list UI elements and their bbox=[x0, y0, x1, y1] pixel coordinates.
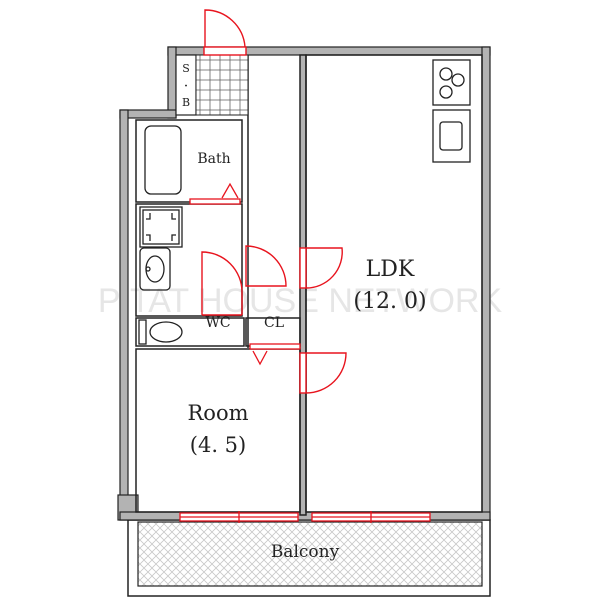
sb-label-dot: ・ bbox=[181, 82, 190, 92]
entrance-tiles bbox=[195, 54, 249, 116]
entrance-door[interactable] bbox=[203, 9, 247, 56]
toilet-icon bbox=[138, 319, 183, 345]
ldk-door-lower[interactable] bbox=[299, 352, 347, 394]
sb-label-s: S bbox=[182, 62, 190, 75]
balcony-label: Balcony bbox=[271, 542, 340, 562]
washing-machine-icon bbox=[139, 206, 183, 248]
wc-label: WC bbox=[205, 315, 230, 331]
washbasin-icon bbox=[139, 247, 171, 291]
washroom-door[interactable] bbox=[201, 251, 243, 316]
bathtub-icon bbox=[144, 125, 182, 195]
cl-label: CL bbox=[264, 315, 284, 331]
room-balcony-window[interactable] bbox=[179, 511, 299, 523]
stove-icon bbox=[432, 59, 471, 106]
room-door[interactable] bbox=[249, 343, 301, 366]
kitchen-sink-icon bbox=[432, 109, 471, 163]
bath-door[interactable] bbox=[189, 182, 241, 205]
bath-label: Bath bbox=[197, 151, 230, 167]
balcony: Balcony bbox=[127, 519, 491, 597]
ldk-door-upper[interactable] bbox=[299, 247, 343, 289]
ldk-label: LDK bbox=[366, 257, 415, 282]
corridor-door[interactable] bbox=[245, 245, 287, 287]
ldk-balcony-window[interactable] bbox=[311, 511, 431, 523]
room-size: (4. 5) bbox=[190, 433, 246, 457]
ldk-size: (12. 0) bbox=[353, 289, 426, 314]
room-label: Room bbox=[187, 401, 248, 425]
sb-label-b: B bbox=[182, 96, 190, 109]
shoe-box: S ・ B bbox=[175, 54, 197, 116]
